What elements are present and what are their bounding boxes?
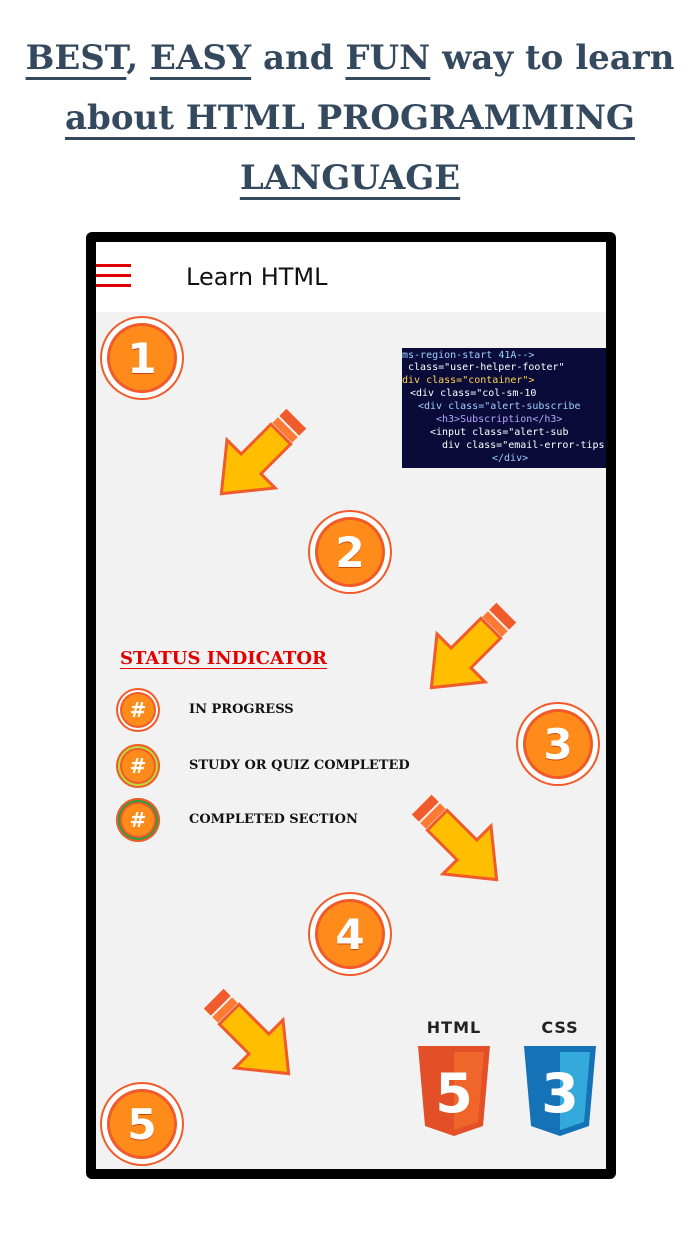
status-indicator-title: STATUS INDICATOR — [120, 648, 327, 669]
status-label-study-quiz-completed: STUDY OR QUIZ COMPLETED — [189, 758, 410, 773]
app-screen: Learn HTML ms-region-start 41A--> class=… — [96, 242, 606, 1169]
code-line: div class="container"> — [402, 375, 535, 386]
css3-logo-label: CSS — [541, 1018, 579, 1037]
study-completed-badge-icon: # — [116, 744, 160, 788]
step-5-number: 5 — [110, 1092, 174, 1156]
headline-line-3: LANGUAGE — [239, 158, 461, 198]
step-2-button[interactable]: 2 — [308, 510, 392, 594]
arrow-down-left-icon — [411, 794, 499, 882]
badge-symbol: # — [122, 694, 154, 726]
html5-shield-icon: 5 — [418, 1046, 490, 1136]
status-row-completed-section: # COMPLETED SECTION — [116, 798, 516, 842]
html5-digit: 5 — [435, 1062, 473, 1125]
code-line: class="user-helper-footer" — [408, 362, 565, 373]
status-label-in-progress: IN PROGRESS — [189, 702, 294, 717]
headline-word-easy: EASY — [150, 38, 252, 78]
step-3-number: 3 — [526, 712, 590, 776]
in-progress-badge-icon: # — [116, 688, 160, 732]
headline-word-best: BEST — [25, 38, 127, 78]
css3-shield-icon: 3 — [524, 1046, 596, 1136]
html5-logo: HTML 5 — [414, 1018, 494, 1136]
completed-section-badge-icon: # — [116, 798, 160, 842]
status-row-study-quiz-completed: # STUDY OR QUIZ COMPLETED — [116, 744, 516, 788]
badge-symbol: # — [122, 750, 154, 782]
code-line: <div class="col-sm-10 — [410, 388, 537, 399]
step-3-button[interactable]: 3 — [516, 702, 600, 786]
phone-frame: Learn HTML ms-region-start 41A--> class=… — [86, 232, 616, 1179]
css3-digit: 3 — [541, 1062, 579, 1125]
css3-logo: CSS 3 — [520, 1018, 600, 1136]
app-title: Learn HTML — [186, 263, 328, 291]
step-1-button[interactable]: 1 — [100, 316, 184, 400]
code-line: <h3>Subscription</h3> — [436, 414, 563, 425]
promo-headline: BEST, EASY and FUN way to learn about HT… — [0, 28, 700, 208]
hamburger-menu-icon[interactable] — [96, 264, 132, 290]
status-label-completed-section: COMPLETED SECTION — [189, 812, 358, 827]
code-line: <div class="alert-subscribe — [418, 401, 581, 412]
headline-line-2: about HTML PROGRAMMING — [65, 98, 635, 138]
arrow-down-right-icon — [219, 408, 307, 496]
step-4-number: 4 — [318, 902, 382, 966]
headline-word-fun: FUN — [345, 38, 431, 78]
app-bar: Learn HTML — [96, 242, 606, 312]
step-5-button[interactable]: 5 — [100, 1082, 184, 1166]
badge-symbol: # — [122, 804, 154, 836]
code-line: <input class="alert-sub — [430, 427, 569, 438]
headline-comma: , — [126, 38, 139, 78]
step-4-button[interactable]: 4 — [308, 892, 392, 976]
code-line: ms-region-start 41A--> — [402, 350, 535, 361]
status-row-in-progress: # IN PROGRESS — [116, 688, 516, 732]
headline-and: and — [251, 38, 346, 78]
step-1-number: 1 — [110, 326, 174, 390]
headline-rest: way to learn — [430, 38, 675, 78]
html5-logo-label: HTML — [426, 1018, 482, 1037]
code-line: div class="email-error-tips" — [442, 440, 606, 451]
code-snippet-image: ms-region-start 41A--> class="user-helpe… — [402, 348, 606, 468]
code-line: </div> — [492, 453, 529, 464]
arrow-down-right-icon — [429, 602, 517, 690]
arrow-down-left-icon — [203, 988, 291, 1076]
headline-line-1: BEST, EASY and FUN way to learn — [0, 28, 700, 88]
step-2-number: 2 — [318, 520, 382, 584]
